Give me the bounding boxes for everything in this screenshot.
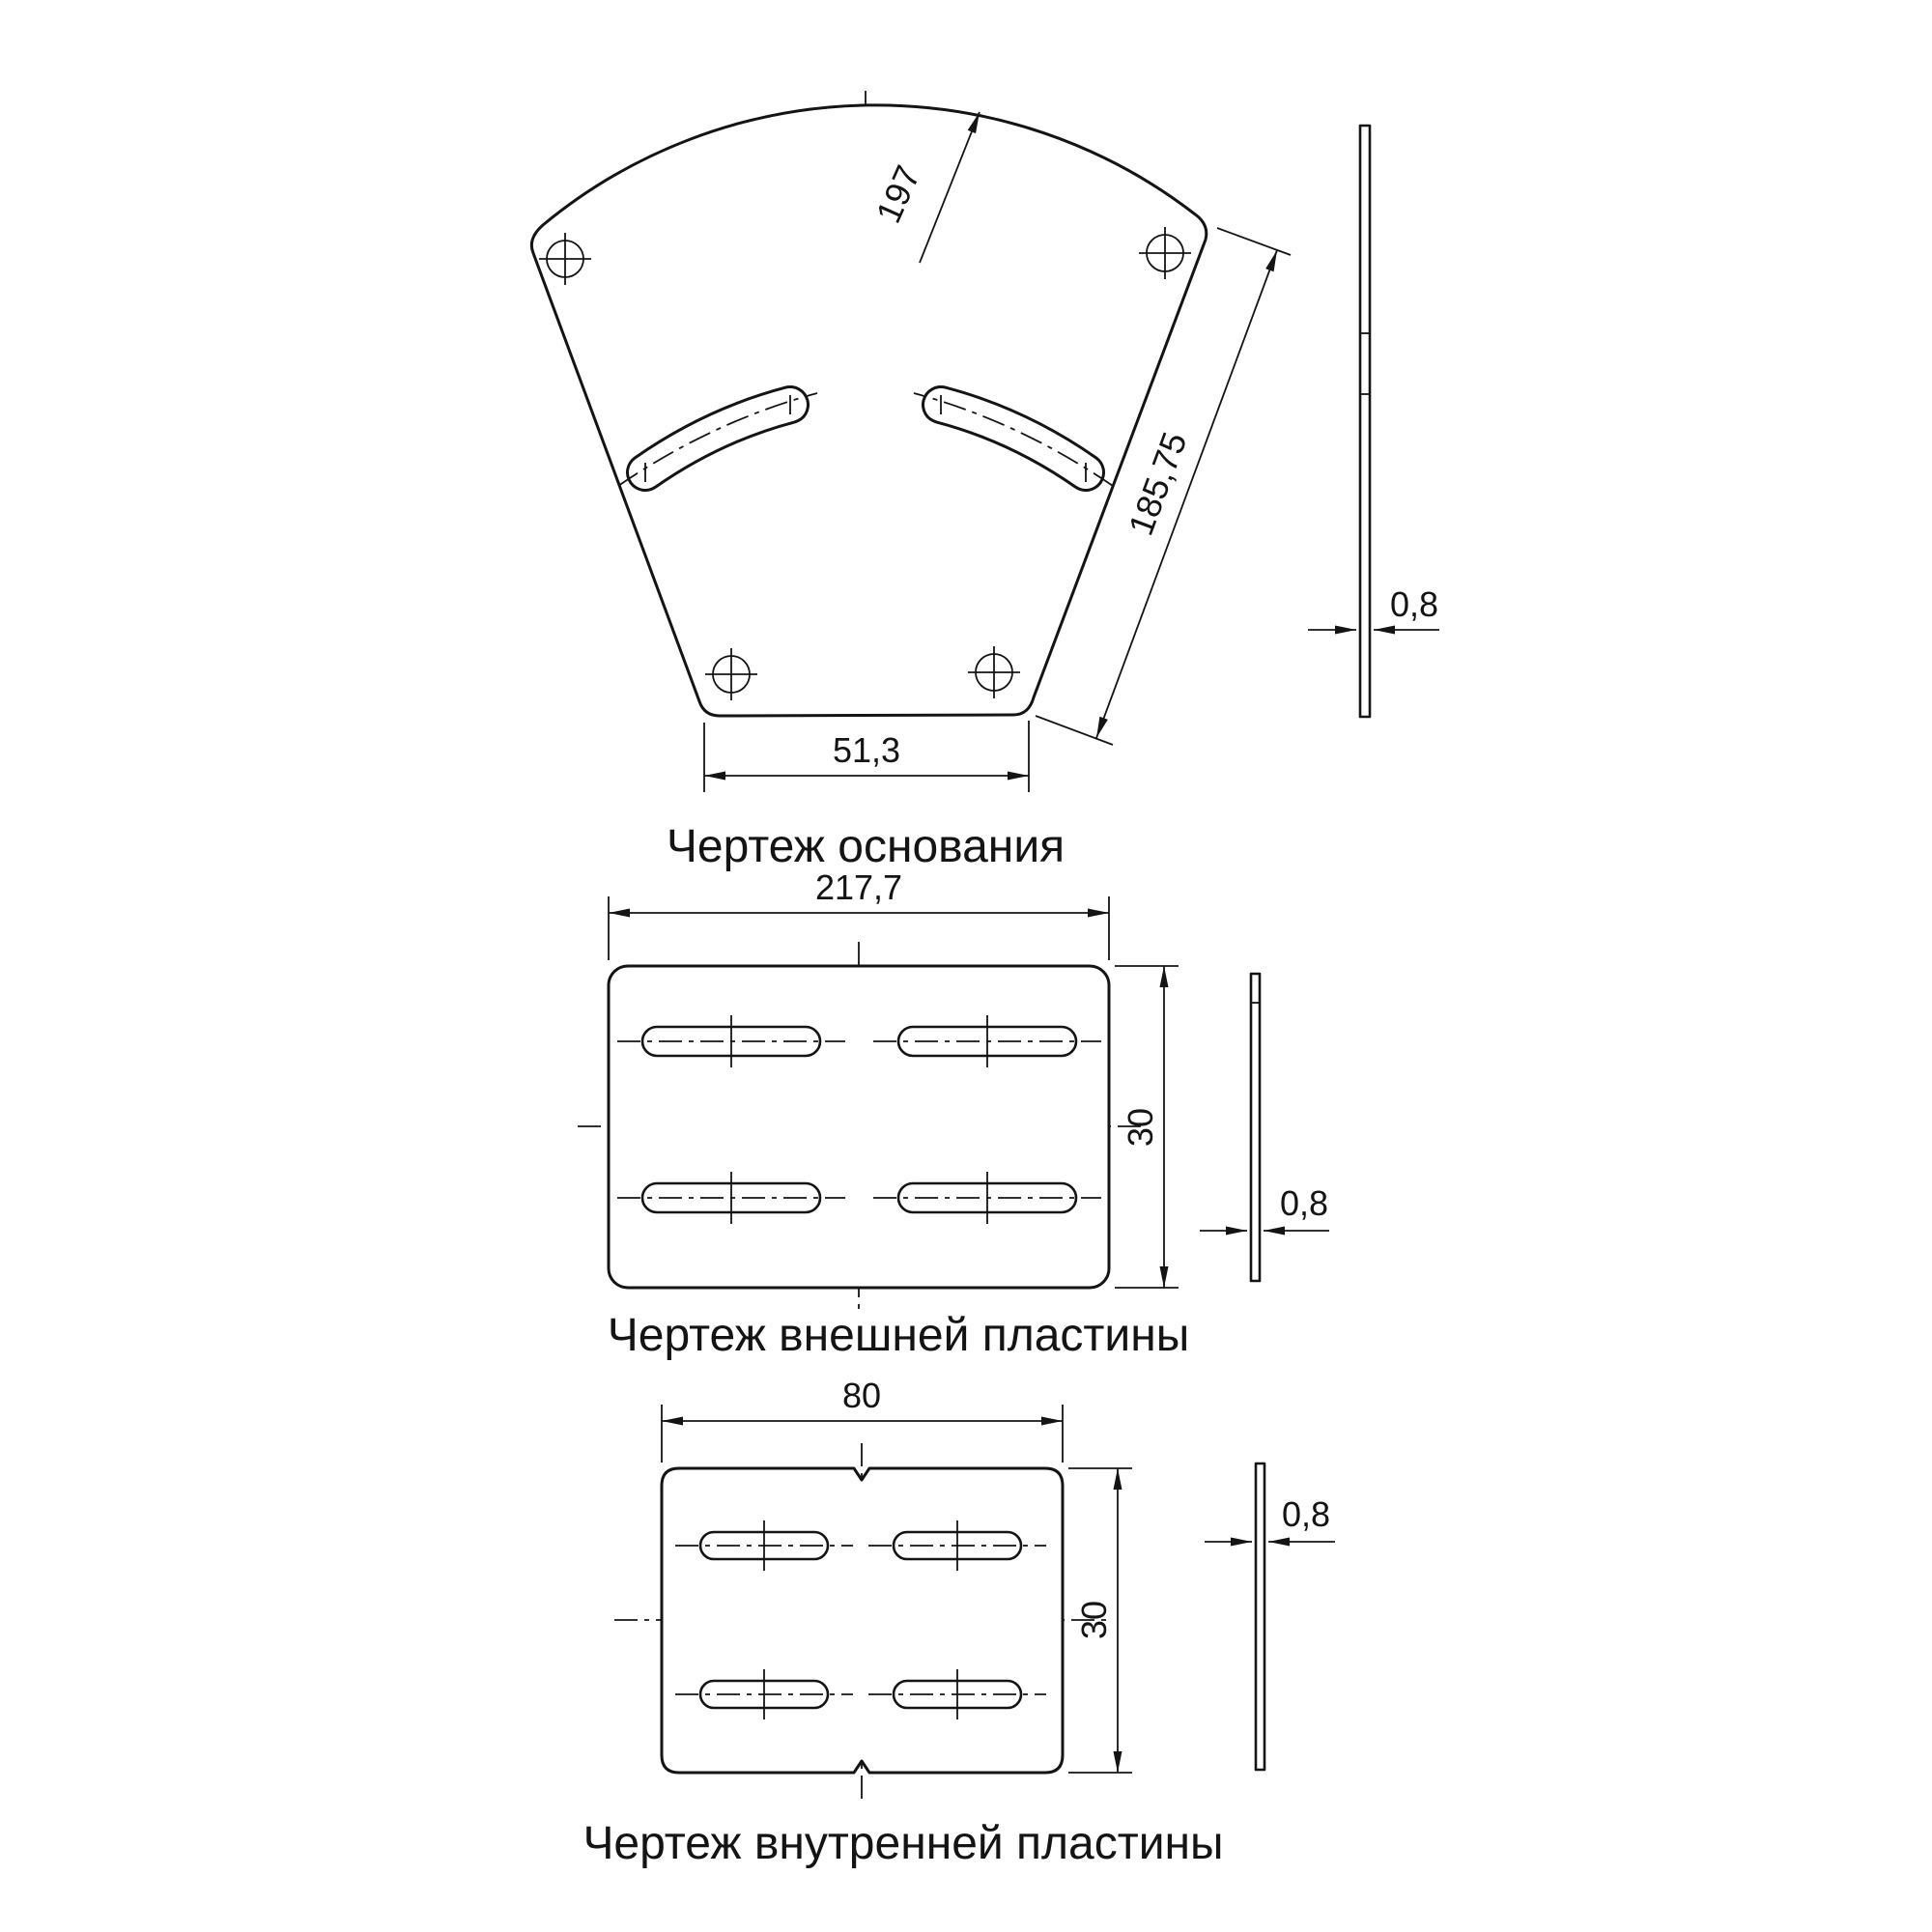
base-hole-bottom-right xyxy=(968,646,1020,698)
dim-width-label: 80 xyxy=(842,1376,881,1415)
inner-plate-outline xyxy=(660,1466,1065,1775)
base-drawing: 197 185,75 51,3 0,8 Чертеж основания xyxy=(529,91,1439,872)
dim-bottom-label: 51,3 xyxy=(833,730,900,770)
base-slot-left xyxy=(617,385,818,492)
outer-slot-bottom-right xyxy=(873,1172,1101,1224)
outer-plate-drawing: 217,7 30 0,8 Чертеж внешней пластины xyxy=(578,867,1329,1361)
dim-side-ext-bottom xyxy=(1035,715,1114,746)
outer-dim-height: 30 xyxy=(1115,965,1179,1289)
dim-thickness-label: 0,8 xyxy=(1390,584,1438,624)
inner-slot-bottom-right xyxy=(868,1669,1046,1719)
inner-side-profile xyxy=(1254,1462,1266,1772)
outer-dim-width: 217,7 xyxy=(608,867,1110,960)
base-dim-thickness: 0,8 xyxy=(1308,584,1439,635)
dim-height-label: 30 xyxy=(1074,1601,1114,1639)
outer-slot-top-right xyxy=(873,1015,1101,1067)
base-side-view xyxy=(1358,124,1372,719)
dim-side-ext-top xyxy=(1216,227,1292,256)
outer-slot-top-left xyxy=(617,1015,845,1067)
outer-dim-thickness: 0,8 xyxy=(1200,1183,1329,1236)
base-dim-bottom: 51,3 xyxy=(703,721,1030,792)
outer-side-profile xyxy=(1249,972,1262,1283)
inner-plate-drawing: 80 30 0,8 Чертеж внутренней пластины xyxy=(582,1376,1335,1869)
base-hole-top-left xyxy=(539,233,591,285)
outer-plate-outline xyxy=(607,964,1111,1290)
inner-dim-width: 80 xyxy=(661,1376,1064,1463)
dim-thickness-label: 0,8 xyxy=(1280,1183,1328,1223)
base-side-profile xyxy=(1358,124,1372,719)
base-slot-right xyxy=(913,385,1114,492)
outer-slot-bottom-left xyxy=(617,1172,845,1224)
inner-dim-thickness: 0,8 xyxy=(1205,1494,1335,1547)
slot-outline-inner xyxy=(629,388,807,489)
base-title: Чертеж основания xyxy=(667,821,1065,872)
base-outline xyxy=(529,103,1208,718)
inner-slot-bottom-left xyxy=(675,1669,853,1719)
outer-plate-title: Чертеж внешней пластины xyxy=(608,1310,1189,1361)
dim-radius-leader xyxy=(919,111,980,264)
inner-slot-top-right xyxy=(868,1520,1046,1571)
base-hole-bottom-left xyxy=(705,648,757,700)
dim-height-label: 30 xyxy=(1121,1108,1160,1147)
inner-side-view xyxy=(1254,1462,1266,1772)
dim-width-label: 217,7 xyxy=(815,867,902,907)
dim-side-label: 185,75 xyxy=(1121,427,1195,540)
inner-plate-title: Чертеж внутренней пластины xyxy=(582,1818,1223,1869)
outer-side-view xyxy=(1249,972,1262,1283)
slot-outline-inner xyxy=(924,388,1102,489)
inner-dim-height: 30 xyxy=(1068,1467,1132,1774)
inner-slot-top-left xyxy=(675,1520,853,1571)
dim-thickness-label: 0,8 xyxy=(1282,1494,1330,1534)
dim-side-line xyxy=(1095,249,1278,739)
